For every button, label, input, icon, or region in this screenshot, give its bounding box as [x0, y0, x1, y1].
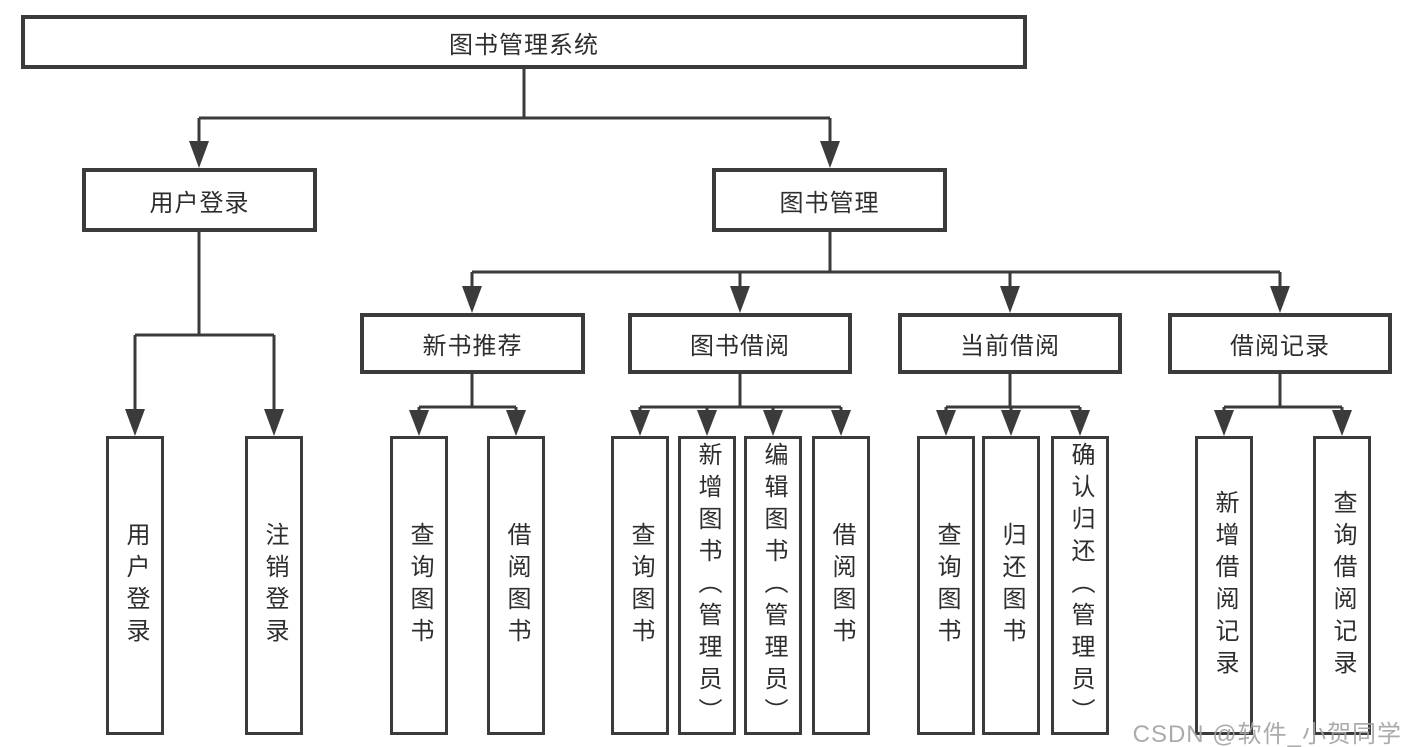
- node-label: 归还图书: [998, 521, 1025, 650]
- connector-cur-borrow-to-leaves: [936, 374, 1090, 436]
- node-label: 确认归还（管理员）: [1067, 441, 1094, 730]
- node-book-borrowing: 图书借阅: [628, 313, 852, 374]
- node-label: 借阅记录: [1230, 333, 1330, 360]
- connector-book-borrow-to-leaves: [630, 374, 851, 436]
- node-label: 编辑图书（管理员）: [760, 441, 787, 730]
- node-label: 用户登录: [149, 189, 250, 217]
- node-label: 图书管理: [779, 189, 880, 217]
- leaf-add-books-admin: 新增图书（管理员）: [678, 436, 736, 735]
- node-label: 查询借阅记录: [1329, 489, 1356, 682]
- csdn-watermark: CSDN @软件_小贺同学: [1132, 721, 1402, 747]
- leaf-add-borrow-record: 新增借阅记录: [1195, 436, 1253, 735]
- node-label: 图书借阅: [690, 333, 790, 360]
- node-label: 查询图书: [627, 521, 654, 650]
- leaf-edit-books-admin: 编辑图书（管理员）: [744, 436, 802, 735]
- leaf-borrow-books-recommend: 借阅图书: [487, 436, 545, 735]
- connector-new-rec-to-leaves: [409, 374, 526, 436]
- node-label: 新书推荐: [422, 333, 523, 360]
- leaf-logout: 注销登录: [245, 436, 303, 735]
- node-label: 借阅图书: [828, 521, 855, 650]
- leaf-borrow-books-borrowing: 借阅图书: [812, 436, 870, 735]
- leaf-query-books-current: 查询图书: [917, 436, 975, 735]
- leaf-return-books: 归还图书: [982, 436, 1040, 735]
- node-label: 用户登录: [122, 521, 149, 650]
- leaf-user-login: 用户登录: [106, 436, 164, 735]
- node-label: 新增借阅记录: [1211, 489, 1238, 682]
- node-current-borrowing: 当前借阅: [898, 313, 1122, 374]
- leaf-confirm-return-admin: 确认归还（管理员）: [1051, 436, 1109, 735]
- node-label: 注销登录: [261, 521, 288, 650]
- node-label: 查询图书: [933, 521, 960, 650]
- node-root-system: 图书管理系统: [21, 15, 1027, 69]
- connector-user-login-to-leaves: [125, 231, 284, 436]
- node-label: 图书管理系统: [449, 31, 599, 59]
- connector-book-mgmt-to-level3: [462, 231, 1290, 313]
- node-user-login: 用户登录: [82, 168, 317, 232]
- connector-root-to-level2: [189, 68, 840, 168]
- node-new-book-recommend: 新书推荐: [360, 313, 585, 374]
- leaf-query-borrow-record: 查询借阅记录: [1313, 436, 1371, 735]
- node-label: 查询图书: [406, 521, 433, 650]
- leaf-query-books-recommend: 查询图书: [390, 436, 448, 735]
- node-book-management: 图书管理: [712, 168, 947, 232]
- node-label: 当前借阅: [960, 333, 1060, 360]
- node-label: 借阅图书: [503, 521, 530, 650]
- node-label: 新增图书（管理员）: [694, 441, 721, 730]
- connector-borrow-rec-to-leaves: [1214, 374, 1352, 436]
- leaf-query-books-borrowing: 查询图书: [611, 436, 669, 735]
- node-borrowing-records: 借阅记录: [1168, 313, 1392, 374]
